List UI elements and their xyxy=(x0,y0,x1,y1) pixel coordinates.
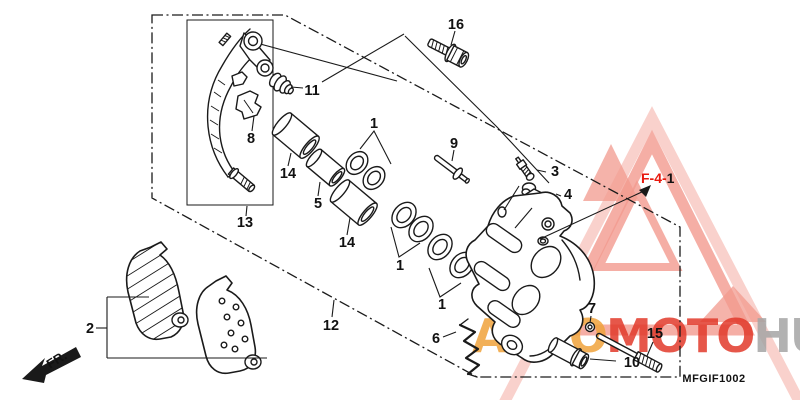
part-label-5: 5 xyxy=(314,196,322,212)
fr-direction-arrow: FR. xyxy=(22,347,81,383)
part-14-piston-upper-drawing xyxy=(271,112,320,159)
chain-line-12-border xyxy=(151,14,681,378)
bracket-slide-pin xyxy=(227,167,256,193)
part-15-pin-bolt-drawing xyxy=(595,332,663,373)
part-11-boot-drawing xyxy=(268,72,294,95)
part-label-16: 16 xyxy=(448,17,464,33)
ref-label-red-part: F-4- xyxy=(641,170,667,186)
label-leader-lines xyxy=(96,30,654,362)
part-label-9: 9 xyxy=(450,136,458,152)
watermark-triangle-filled-top xyxy=(583,144,639,201)
part-9-pin-drawing xyxy=(433,154,470,184)
part-5-piston-drawing xyxy=(305,148,346,187)
part-label-4: 4 xyxy=(564,187,572,203)
part-10-bushing-drawing xyxy=(547,337,590,370)
part-label-10: 10 xyxy=(624,355,640,371)
watermark-triangle-filled-right xyxy=(700,286,766,322)
part-label-3: 3 xyxy=(551,164,559,180)
ref-label-f-4-1: F-4-1 xyxy=(641,170,675,186)
bracket-hatching xyxy=(209,79,226,154)
part-label-1: 1 xyxy=(438,297,446,313)
pad-friction-hatching xyxy=(126,242,184,340)
watermark-triangle-outline-inner xyxy=(592,179,683,271)
pad-backplate-holes xyxy=(218,297,249,353)
part-8-retainer-clip-drawing xyxy=(235,90,262,120)
part-label-1: 1 xyxy=(396,258,404,274)
mounting-guide-lines xyxy=(252,33,550,184)
part-16-bolt-drawing xyxy=(427,38,470,68)
part-1-seal-rings-drawing xyxy=(345,150,475,279)
bracket-13-box xyxy=(186,19,274,206)
part-3-bleeder-screw-drawing xyxy=(515,156,535,181)
part-label-14: 14 xyxy=(280,166,296,182)
part-label-14: 14 xyxy=(339,235,355,251)
part-label-6: 6 xyxy=(432,331,440,347)
bracket-stud xyxy=(218,32,232,47)
part-8-detail xyxy=(243,99,254,114)
ref-label-black-part: 1 xyxy=(667,170,675,186)
part-label-2: 2 xyxy=(86,321,94,337)
watermark-word-hub: HUB xyxy=(753,309,800,363)
bracket-retainer xyxy=(231,71,248,87)
part-label-11: 11 xyxy=(304,83,319,99)
diagram-code: MFGIF1002 xyxy=(682,373,745,385)
part-label-1: 1 xyxy=(370,116,378,132)
part-14-piston-lower-drawing xyxy=(329,179,378,226)
part-6-pad-spring-drawing xyxy=(458,318,481,378)
part-label-7: 7 xyxy=(588,301,596,317)
part-13-caliper-bracket-drawing xyxy=(206,28,274,193)
part-label-12: 12 xyxy=(323,318,339,334)
part-2-brake-pads-drawing xyxy=(125,241,262,375)
part-label-8: 8 xyxy=(247,131,255,147)
watermark-triangle-outline-large xyxy=(549,129,755,336)
fr-arrow-icon xyxy=(22,347,81,383)
part-label-13: 13 xyxy=(237,215,253,231)
ref-arrowhead xyxy=(639,185,651,197)
part-7-washer-drawing xyxy=(584,321,596,333)
part-label-15: 15 xyxy=(647,326,663,342)
